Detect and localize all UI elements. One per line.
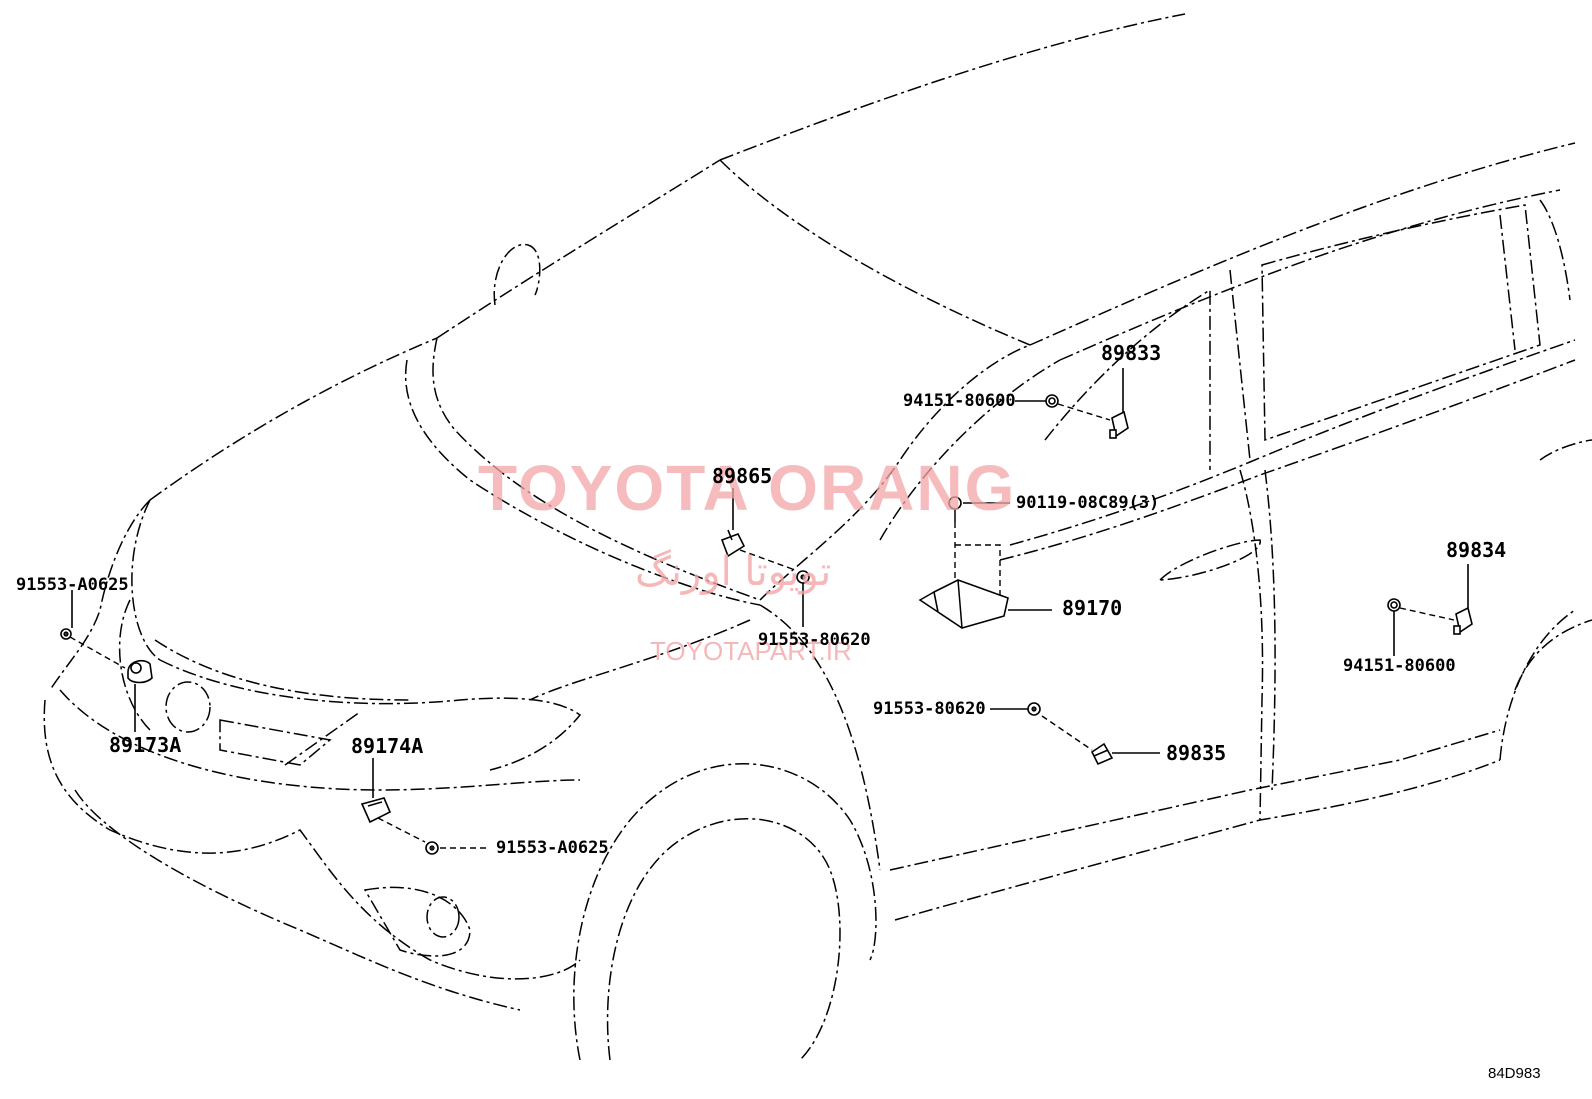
watermark-title: TOYOTA ORANG (478, 452, 1016, 524)
bolt-91553-A0625-bottom (425, 841, 439, 855)
callout-90119-08C89: 90119-08C89(3) (1016, 493, 1159, 513)
callout-89834: 89834 (1446, 538, 1506, 562)
front-sensor-89173A (127, 659, 153, 684)
callout-89835: 89835 (1166, 741, 1226, 765)
bolt-91553-80620-lower (1027, 702, 1041, 716)
vehicle-outline (43, 13, 1592, 1061)
callout-94151-80600-right: 94151-80600 (1343, 656, 1456, 676)
callout-labels: 91553-A0625 89173A 89174A 91553-A0625 89… (16, 341, 1506, 858)
sensor-89833 (1109, 410, 1129, 439)
callout-89170: 89170 (1062, 596, 1122, 620)
bolt-90119-08C89 (948, 496, 962, 522)
callout-91553-80620-center: 91553-80620 (758, 630, 871, 650)
sensor-89865 (720, 529, 746, 558)
front-sensor-89174A (360, 797, 392, 824)
sensor-89834 (1453, 606, 1473, 635)
watermark-persian: تویوتا اورنگ (635, 549, 831, 595)
callout-94151-80600-top: 94151-80600 (903, 391, 1016, 411)
airbag-ecu-89170 (918, 579, 1009, 629)
bolt-91553-A0625-left (60, 628, 72, 640)
callout-91553-80620-lower: 91553-80620 (873, 699, 986, 719)
callout-91553-A0625-bottom: 91553-A0625 (496, 838, 609, 858)
callout-89174A: 89174A (351, 734, 423, 758)
callout-89833: 89833 (1101, 341, 1161, 365)
nut-94151-80600-right (1387, 598, 1401, 612)
callout-89173A: 89173A (109, 733, 181, 757)
callout-91553-A0625-left: 91553-A0625 (16, 575, 129, 595)
callout-89865: 89865 (712, 464, 772, 488)
watermark: TOYOTA ORANG تویوتا اورنگ TOYOTAPART.IR (478, 452, 1016, 666)
parts (60, 368, 1473, 855)
drawing-code: 84D983 (1488, 1065, 1541, 1082)
sensor-89835 (1090, 742, 1114, 766)
watermark-url: TOYOTAPART.IR (650, 636, 852, 666)
nut-94151-80600-top (1045, 394, 1059, 408)
